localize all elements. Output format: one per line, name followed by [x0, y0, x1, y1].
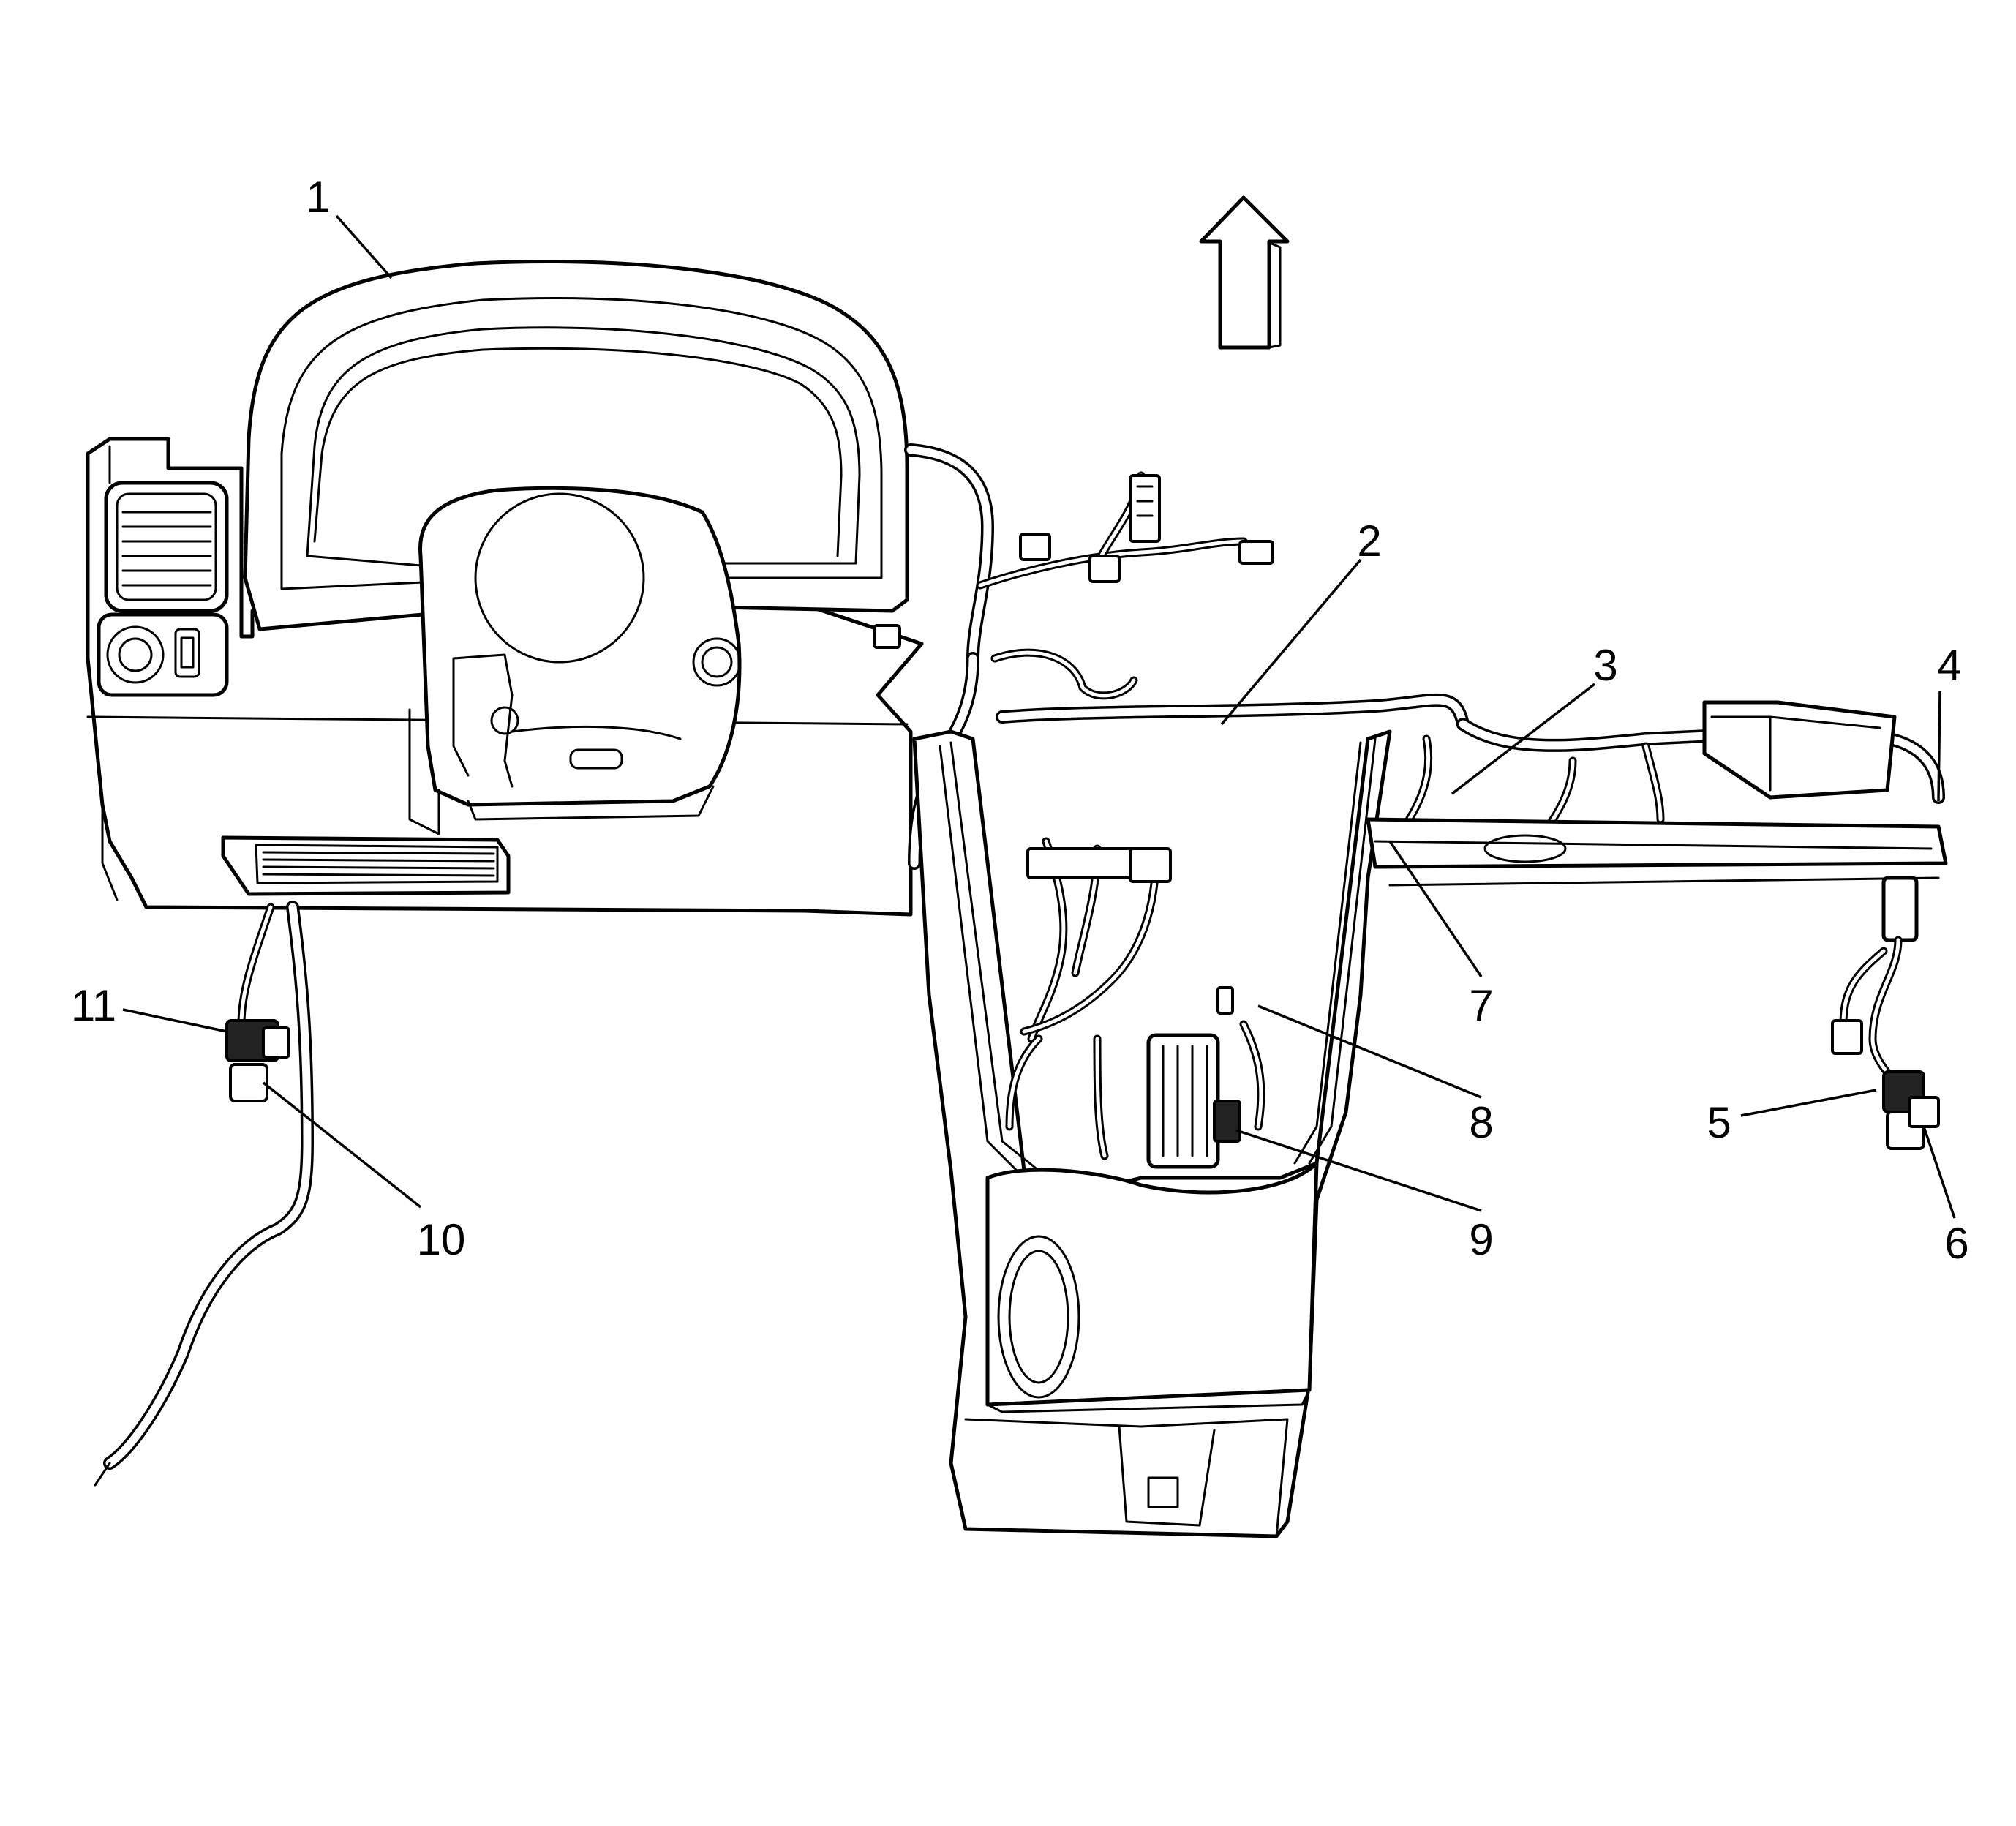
- callout-7: 7: [1469, 981, 1493, 1030]
- callout-5: 5: [1707, 1098, 1731, 1147]
- leader-lines: [122, 214, 1956, 1219]
- callout-2: 2: [1357, 516, 1381, 566]
- callout-10: 10: [417, 1215, 466, 1264]
- callout-1: 1: [306, 173, 330, 222]
- callout-11: 11: [71, 981, 116, 1030]
- callout-6: 6: [1944, 1219, 1968, 1268]
- lower-grille: [221, 835, 511, 896]
- callout-3: 3: [1593, 641, 1617, 690]
- left-air-vent: [104, 481, 229, 613]
- right-drop-harness: [1831, 876, 1940, 1150]
- up-arrow-icon: [1199, 195, 1290, 350]
- instrument-cluster-hood: [243, 260, 909, 631]
- main-wiring-harness: [904, 443, 1945, 870]
- cross-car-beam: [1366, 700, 1948, 887]
- steering-column: [408, 486, 742, 835]
- left-drop-harness: [94, 901, 314, 1487]
- callout-4: 4: [1937, 641, 1961, 690]
- upper-connectors: [873, 474, 1274, 649]
- callout-8: 8: [1469, 1098, 1493, 1147]
- callout-9: 9: [1469, 1215, 1493, 1264]
- callout-labels: 1 2 3 4 5 6 7 8 9 10 11: [71, 173, 1969, 1268]
- left-switch-panel: [97, 612, 229, 697]
- center-console: [912, 729, 1392, 1538]
- console-harness: [1005, 837, 1265, 1169]
